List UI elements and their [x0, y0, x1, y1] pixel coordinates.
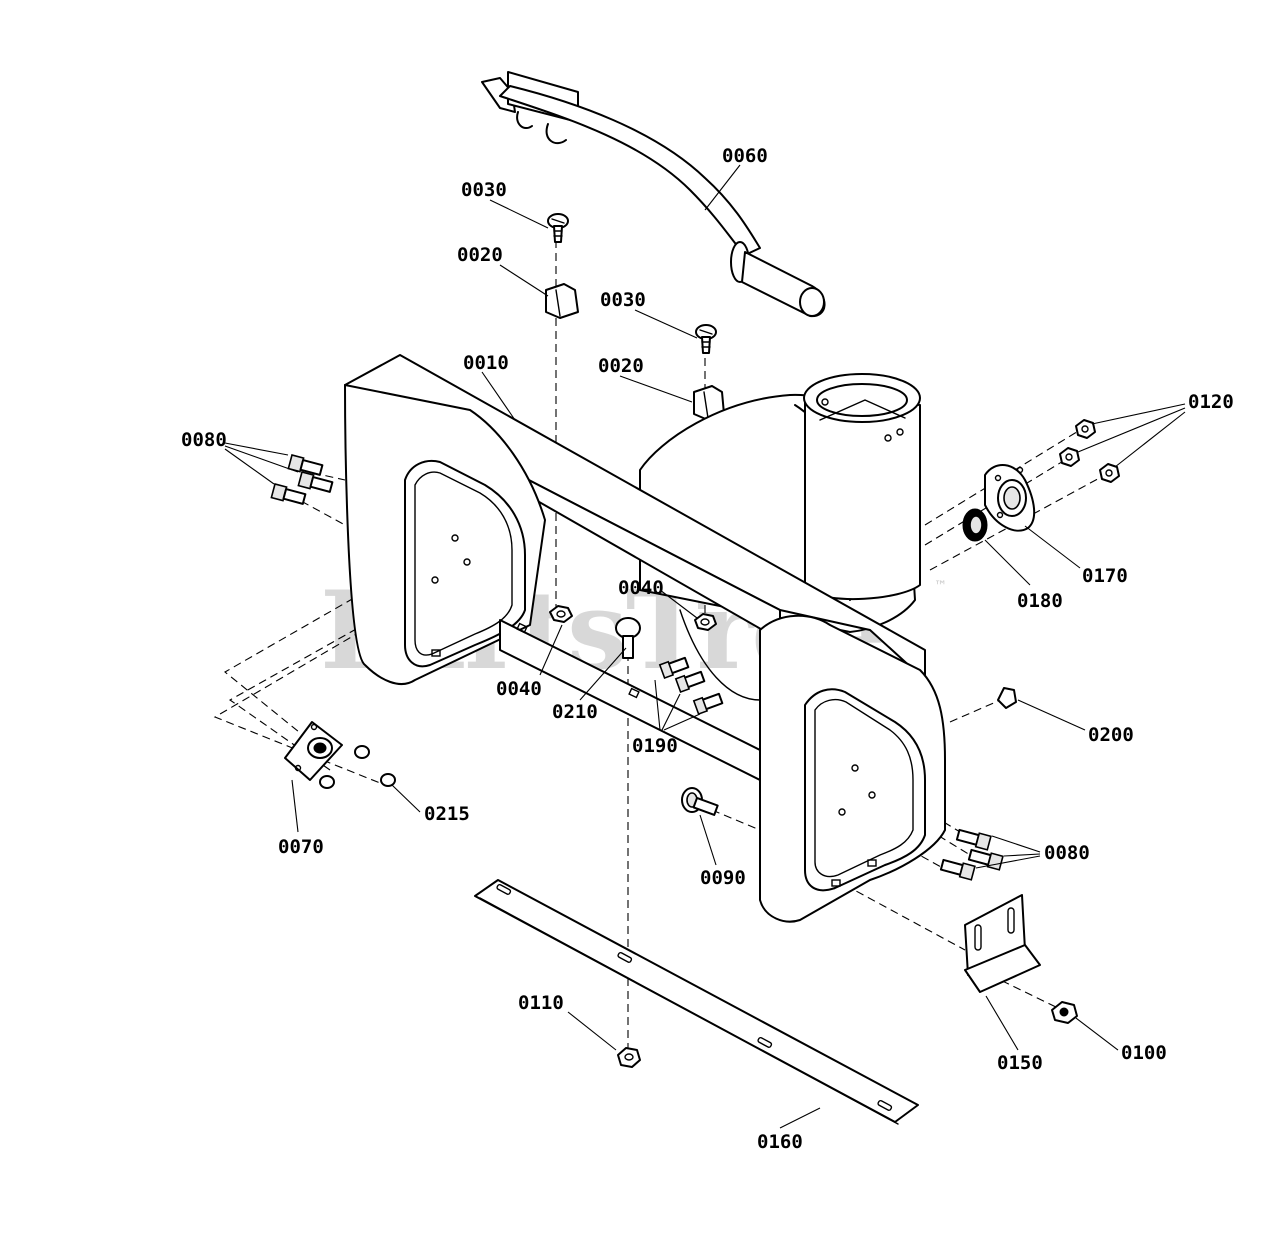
bearing-flange-0170	[984, 464, 1036, 532]
callout-0215: 0215	[424, 803, 470, 825]
callout-0120: 0120	[1188, 391, 1234, 413]
nut-0040-right	[694, 613, 717, 631]
nuts-0215	[319, 745, 396, 789]
callout-0020-right: 0020	[598, 355, 644, 377]
callout-0030-right: 0030	[600, 289, 646, 311]
bolts-0080-right	[939, 828, 1004, 881]
auger-housing	[344, 354, 946, 923]
skid-shoe-0150	[964, 894, 1041, 993]
callout-0020-left: 0020	[457, 244, 503, 266]
callout-0110: 0110	[518, 992, 564, 1014]
leader-lines	[224, 164, 1186, 1129]
callout-0060: 0060	[722, 145, 768, 167]
callout-0100: 0100	[1121, 1042, 1167, 1064]
scraper-bar-0160	[474, 879, 919, 1125]
bearing-flange-0070	[284, 721, 343, 781]
clip-0020-left	[545, 283, 579, 319]
callout-0080-left: 0080	[181, 429, 227, 451]
callout-0090: 0090	[700, 867, 746, 889]
callout-0040-right: 0040	[618, 577, 664, 599]
plug-0200	[997, 687, 1017, 709]
screw-0030-right	[695, 324, 717, 354]
screw-0030-left	[547, 213, 569, 243]
carriage-bolt-0210	[615, 617, 641, 659]
callout-0150: 0150	[997, 1052, 1043, 1074]
bolt-0090	[681, 787, 719, 816]
nut-0110	[617, 1047, 641, 1068]
watermark-trademark: ™	[934, 579, 947, 594]
callout-0170: 0170	[1082, 565, 1128, 587]
nut-0100	[1051, 1001, 1078, 1024]
callout-0200: 0200	[1088, 724, 1134, 746]
nut-0040-left	[549, 605, 573, 623]
chute-crank-rod	[481, 71, 826, 318]
nuts-0120	[1059, 419, 1120, 483]
callout-0190: 0190	[632, 735, 678, 757]
callout-labels: 0060 0030 0020 0030 0020 0010 0080 0120 …	[181, 145, 1234, 1153]
bolts-0190	[658, 656, 724, 716]
callout-0210: 0210	[552, 701, 598, 723]
callout-0040-left: 0040	[496, 678, 542, 700]
bolts-0080-left	[270, 454, 334, 505]
callout-0080-right: 0080	[1044, 842, 1090, 864]
callout-0030-left: 0030	[461, 179, 507, 201]
callout-0010: 0010	[463, 352, 509, 374]
callout-0160: 0160	[757, 1131, 803, 1153]
bearing-0180	[962, 508, 988, 542]
callout-0180: 0180	[1017, 590, 1063, 612]
callout-0070: 0070	[278, 836, 324, 858]
